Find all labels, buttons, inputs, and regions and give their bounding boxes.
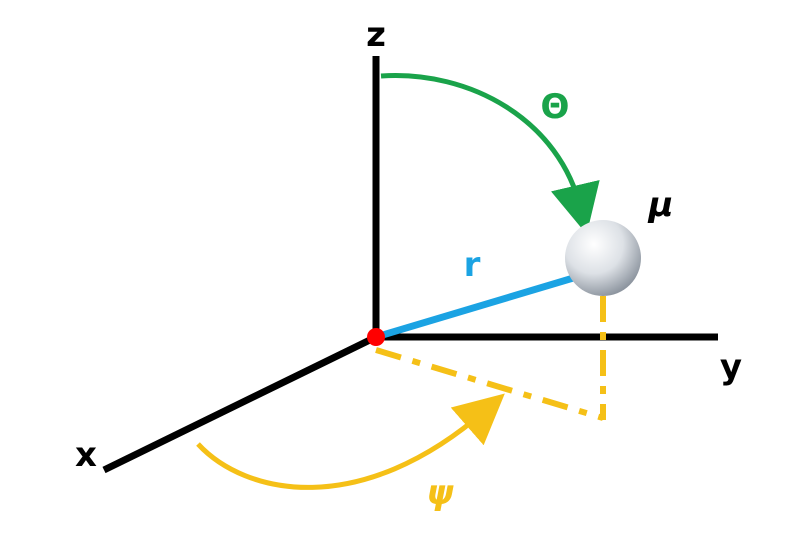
particle-sphere — [565, 220, 641, 296]
x-axis-label: x — [75, 435, 97, 475]
projection-horizontal — [375, 347, 604, 421]
radius-label: r — [464, 245, 481, 285]
azimuthal-angle-label: ψ — [427, 473, 455, 513]
particle-label: μ — [647, 185, 673, 225]
y-axis-label: y — [720, 347, 742, 387]
radius-vector — [374, 272, 582, 341]
x-axis — [102, 333, 378, 474]
polar-angle-arc — [380, 73, 600, 235]
azimuthal-angle-arc — [196, 393, 505, 490]
polar-angle-label: Θ — [541, 87, 570, 127]
z-axis-label: z — [366, 15, 386, 55]
origin-dot — [367, 328, 385, 346]
